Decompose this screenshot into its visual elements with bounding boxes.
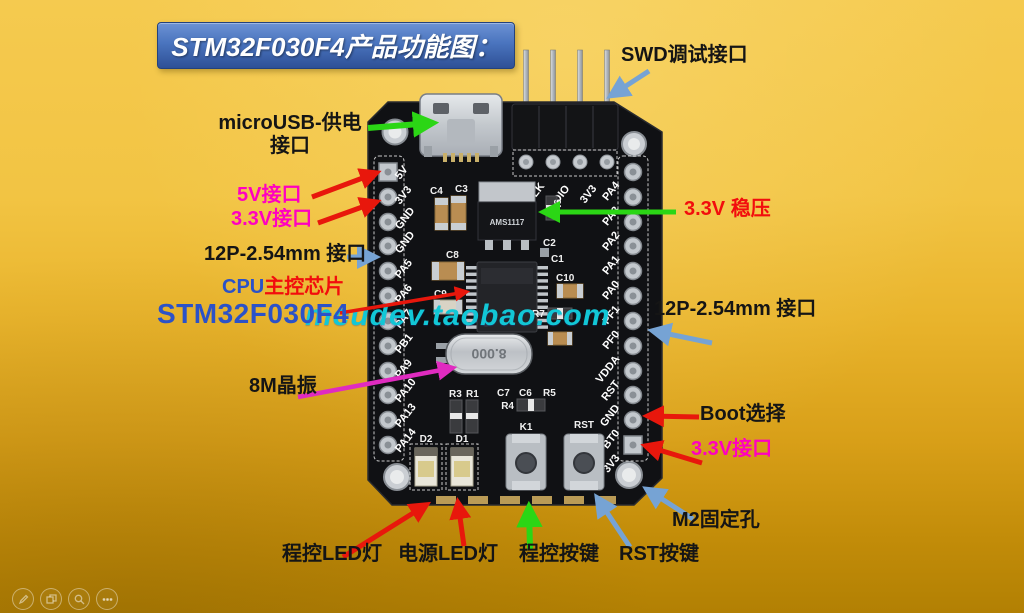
microusb-connector	[419, 93, 503, 162]
label-microusb-line2: 接口	[270, 135, 310, 157]
led-d2	[409, 443, 443, 491]
crystal-marking: 8.000	[471, 346, 506, 362]
silk-c6: C6	[519, 388, 532, 399]
silk-r6: R6	[553, 199, 564, 212]
label-crystal: 8M晶振	[249, 375, 317, 397]
presenter-toolbar	[12, 588, 118, 610]
silk-d1: D1	[456, 434, 469, 445]
label-12p-left: 12P-2.54mm 接口	[204, 243, 367, 265]
label-prog-led: 程控LED灯	[282, 543, 382, 565]
silk-c8: C8	[446, 250, 459, 261]
label-rst-button: RST按键	[619, 543, 699, 565]
zoom-icon[interactable]	[68, 588, 90, 610]
silk-c10: C10	[556, 273, 575, 284]
silk-c4: C4	[430, 186, 443, 197]
silk-d2: D2	[420, 434, 433, 445]
regulator-marking: AMS1117	[490, 218, 525, 227]
page-title: STM32F030F4产品功能图：	[171, 32, 501, 62]
crystal-8mhz: 8.000	[436, 333, 533, 375]
label-3v3-right: 3.3V接口	[691, 438, 773, 460]
led-d1	[445, 443, 479, 491]
silk-c2: C2	[543, 238, 556, 249]
label-prog-button: 程控按键	[519, 543, 599, 565]
label-m2-hole: M2固定孔	[672, 509, 760, 531]
label-power-led: 电源LED灯	[398, 543, 498, 565]
silk-r1: R1	[466, 389, 479, 400]
title-banner: STM32F030F4产品功能图：	[157, 22, 515, 69]
mounting-holes	[381, 118, 647, 491]
label-3v3-left: 3.3V接口	[231, 208, 313, 230]
label-part-number: STM32F030F4	[157, 298, 350, 329]
silk-rst: RST	[574, 420, 594, 431]
voltage-regulator: AMS1117	[477, 181, 537, 250]
pen-icon[interactable]	[12, 588, 34, 610]
label-regulator: 3.3V 稳压	[684, 198, 771, 220]
silk-r7: R7	[532, 309, 545, 320]
label-5v-left: 5V接口	[237, 184, 302, 206]
silk-r5: R5	[543, 388, 556, 399]
silk-r4: R4	[501, 401, 514, 412]
button-rst	[563, 433, 605, 491]
silk-r3: R3	[449, 389, 462, 400]
label-12p-right: 12P-2.54mm 接口	[654, 298, 817, 320]
dev-board-photo: GND CLK DIO 3V3 5V 3V3 GND GND PA5 PA6	[367, 49, 663, 506]
label-microusb-line1: microUSB-供电	[218, 112, 362, 134]
watermark: mcudev.taobao.com	[305, 299, 611, 332]
silk-c3: C3	[455, 184, 468, 195]
label-cpu-suffix: 主控芯片	[264, 276, 345, 298]
silk-c1: C1	[551, 254, 564, 265]
label-boot: Boot选择	[700, 403, 786, 425]
silk-k1: K1	[520, 422, 533, 433]
swd-pin-posts	[523, 49, 610, 107]
silk-c7: C7	[497, 388, 510, 399]
label-microusb: microUSB-供电 接口	[210, 112, 370, 158]
label-cpu: CPU主控芯片	[222, 276, 344, 299]
slides-icon[interactable]	[40, 588, 62, 610]
more-icon[interactable]	[96, 588, 118, 610]
label-cpu-prefix: CPU	[222, 276, 265, 298]
m2-mounting-hole	[615, 461, 643, 489]
button-k1	[505, 433, 547, 491]
mcu-chip	[466, 261, 548, 333]
label-swd: SWD调试接口	[621, 44, 748, 66]
